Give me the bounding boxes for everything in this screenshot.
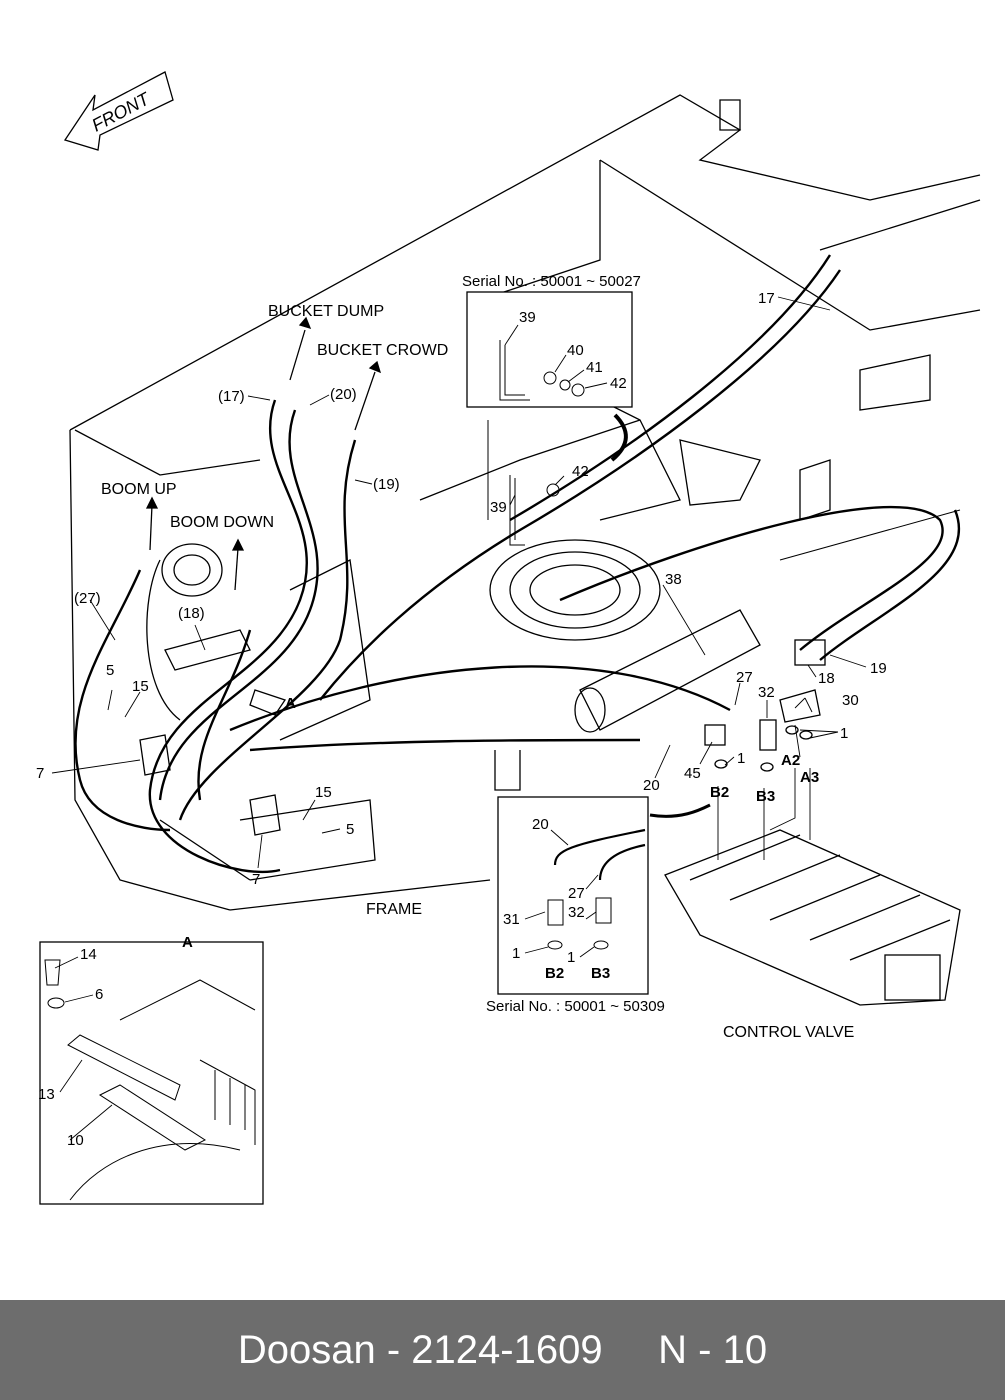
serial-inset-top xyxy=(466,291,633,462)
port-a3: A3 xyxy=(800,769,819,786)
control-valve-label: CONTROL VALVE xyxy=(723,1024,854,1041)
part-label: 1 xyxy=(512,945,520,962)
bucket-crowd-label: BUCKET CROWD xyxy=(317,342,448,359)
port-b3: B3 xyxy=(756,788,775,805)
part-label: 7 xyxy=(36,765,44,782)
part-label: 5 xyxy=(106,662,114,679)
part-label: 19 xyxy=(870,660,887,677)
part-label: 20 xyxy=(532,816,549,833)
detail-a-label: A xyxy=(182,934,193,951)
part-label: 1 xyxy=(737,750,745,767)
part-label: 27 xyxy=(736,669,753,686)
bucket-dump-label: BUCKET DUMP xyxy=(268,303,384,320)
part-label: 7 xyxy=(252,871,260,888)
part-label: 6 xyxy=(95,986,103,1003)
parts-diagram: FRONT xyxy=(36,71,981,1205)
serial-note-top: Serial No. : 50001 ~ 50027 xyxy=(462,273,641,290)
boom-up-label: BOOM UP xyxy=(101,481,177,498)
part-label: 39 xyxy=(519,309,536,326)
part-label: 42 xyxy=(610,375,627,392)
part-label: 30 xyxy=(842,692,859,709)
part-label: 38 xyxy=(665,571,682,588)
part-label: 20 xyxy=(643,777,660,794)
part-label: 31 xyxy=(503,911,520,928)
part-label: B2 xyxy=(545,965,564,982)
part-label: (20) xyxy=(330,386,357,403)
part-label: 18 xyxy=(818,670,835,687)
serial-note-bottom: Serial No. : 50001 ~ 50309 xyxy=(486,998,665,1015)
part-label: 32 xyxy=(568,904,585,921)
part-label: 32 xyxy=(758,684,775,701)
part-label: 45 xyxy=(684,765,701,782)
part-label: 17 xyxy=(758,290,775,307)
detail-a-box xyxy=(39,941,264,1205)
serial-inset-bottom xyxy=(497,796,711,995)
part-label: 15 xyxy=(315,784,332,801)
port-a2: A2 xyxy=(781,752,800,769)
front-arrow: FRONT xyxy=(63,71,174,151)
callout-a: A xyxy=(285,695,296,712)
footer-caption: Doosan - 2124-1609 N - 10 xyxy=(237,1327,768,1372)
part-label: 42 xyxy=(572,463,589,480)
part-label: 39 xyxy=(490,499,507,516)
part-label: (18) xyxy=(178,605,205,622)
part-label: B3 xyxy=(591,965,610,982)
part-label: (17) xyxy=(218,388,245,405)
part-label: (27) xyxy=(74,590,101,607)
part-label: 27 xyxy=(568,885,585,902)
part-label: 40 xyxy=(567,342,584,359)
part-label: 41 xyxy=(586,359,603,376)
footer-bar: Doosan - 2124-1609 N - 10 xyxy=(0,1300,1005,1400)
part-label: 5 xyxy=(346,821,354,838)
part-label: 13 xyxy=(38,1086,55,1103)
port-b2: B2 xyxy=(710,784,729,801)
frame-label: FRAME xyxy=(366,901,422,918)
part-label: 14 xyxy=(80,946,97,963)
part-label: 10 xyxy=(67,1132,84,1149)
part-label: (19) xyxy=(373,476,400,493)
part-label: 1 xyxy=(840,725,848,742)
boom-down-label: BOOM DOWN xyxy=(170,514,274,531)
frame-structure xyxy=(69,94,981,1006)
part-label: 1 xyxy=(567,949,575,966)
part-label: 15 xyxy=(132,678,149,695)
